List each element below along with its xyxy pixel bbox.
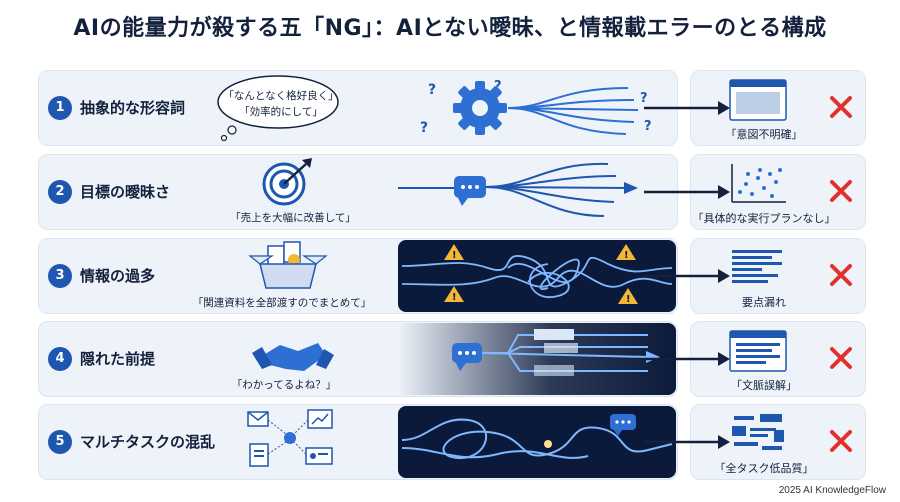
branching-flow-icon [452,329,660,376]
row-5-label: マルチタスクの混乱 [80,433,216,451]
row-2-label: 目標の曖昧さ [80,183,171,201]
row-2-number: 2 [48,180,72,204]
row-5-number: 5 [48,430,72,454]
cross-icon [830,96,852,118]
chat-bubble-icon [398,162,638,217]
row-1-label: 抽象的な形容詞 [80,99,186,117]
svg-text:!: ! [452,250,457,261]
arrow-right-icon [644,352,730,366]
row-3-caption: 「関連資料を全部渡すのでまとめて」 [192,297,372,309]
target-icon [262,158,312,206]
row-1-output-label: 「意図不明確」 [725,128,803,141]
svg-text:?: ? [428,82,436,98]
row-5-output-label: 「全タスク低品質」 [714,462,814,475]
cross-icon [830,180,852,202]
page-title: AIの能量力が殺する五「NG」：AIとない曖昧、と情報載エラーのとる構成 [73,16,827,41]
overflowing-box-icon [248,241,328,289]
cross-icon [830,347,852,369]
svg-text:?: ? [644,119,652,134]
row-3-label: 情報の過多 [80,267,156,285]
multitask-icons [247,409,333,467]
row-2: 2 目標の曖昧さ 「売上を大幅に改善して」 [38,154,866,230]
row-4-output-label: 「文脈誤解」 [731,379,797,392]
row-4-caption: 「わかってるよね？」 [231,379,337,391]
thought-bubble-icon [217,75,339,142]
svg-text:!: ! [624,250,629,261]
row-5: 5 マルチタスクの混乱 [38,404,866,480]
cross-icon [830,430,852,452]
svg-text:?: ? [494,79,502,94]
text-lines-icon [732,250,782,283]
arrow-right-icon [644,269,730,283]
scattered-blocks-icon [732,414,784,450]
gear-icon: ? ? ? ? ? [420,79,652,136]
arrow-right-icon [644,185,730,199]
row-4-label: 隠れた前提 [80,350,156,368]
arrow-right-icon [644,435,730,449]
row-2-output-label: 「具体的な実行プランなし」 [692,212,836,225]
handshake-icon [252,343,334,371]
svg-text:?: ? [420,120,428,136]
row-4-number: 4 [48,347,72,371]
scatter-plot-icon [731,164,786,203]
row-4: 4 隠れた前提 「わかってるよね？」 「文脈誤解」 [38,321,866,397]
cross-icon [830,264,852,286]
row-3-number: 3 [48,264,72,288]
row-1-number: 1 [48,96,72,120]
looping-lines-icon [401,414,673,460]
row-1: 1 抽象的な形容詞 「なんとなく格好良く」 「効率的にして」 ? ? ? ? ? [38,70,866,146]
row-2-caption: 「売上を大幅に改善して」 [230,212,356,224]
row-3-output-label: 要点漏れ [742,296,786,309]
row-3: 3 情報の過多 「関連資料を全部渡すのでまとめて」 ! ! ! ! [38,238,866,314]
arrow-right-icon [644,101,730,115]
row-1-caption: 「なんとなく格好良く」 「効率的にして」 [223,90,339,118]
document-window-icon [729,330,787,372]
svg-text:?: ? [640,91,648,106]
tangled-lines-icon: ! ! ! ! [401,244,673,305]
svg-text:!: ! [452,292,457,303]
copyright-footer: 2025 AI KnowledgeFlow [778,485,886,496]
svg-text:!: ! [626,294,631,305]
blurred-document-icon [729,79,787,121]
